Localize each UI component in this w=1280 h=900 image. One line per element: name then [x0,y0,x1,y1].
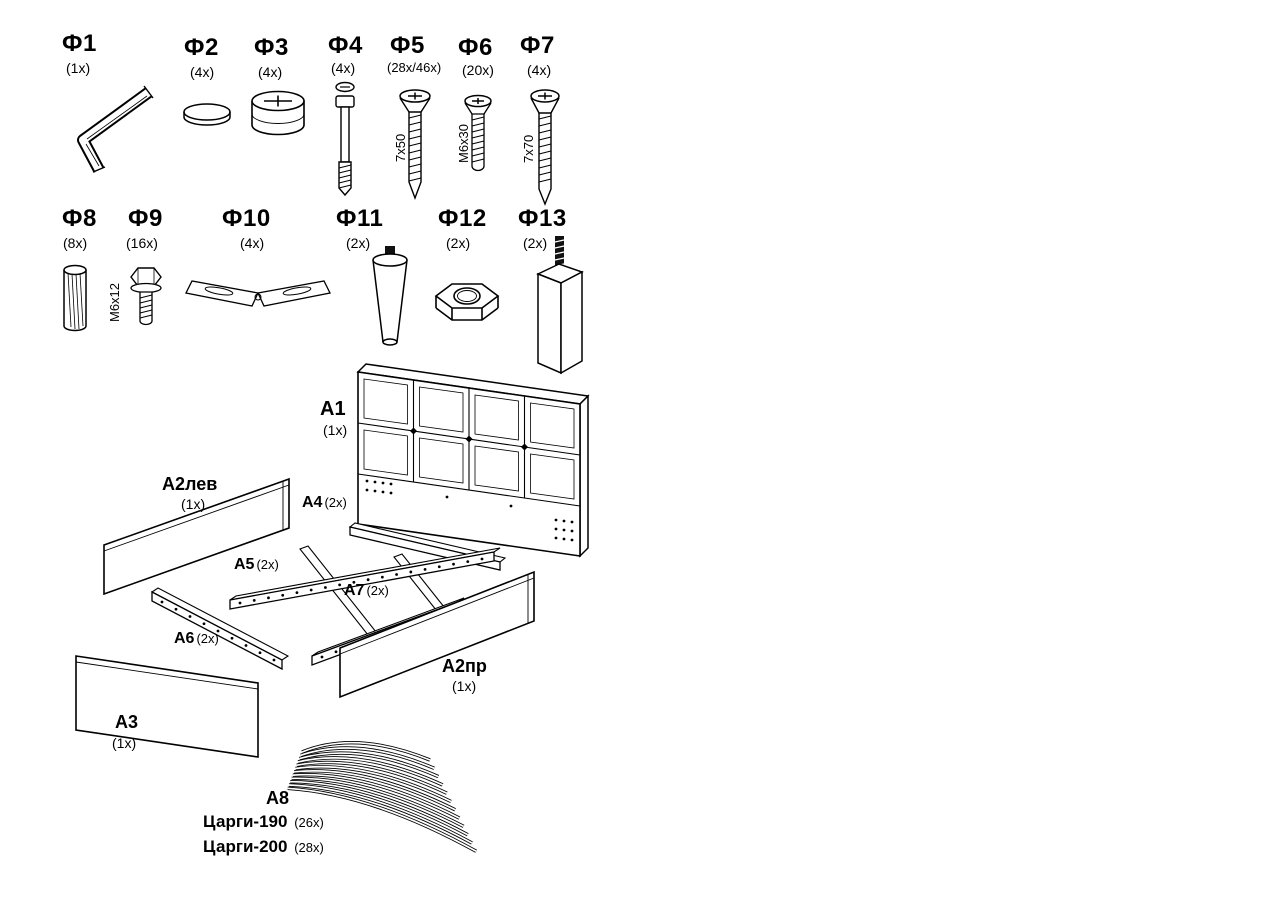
part-qty-a2lev: (1x) [181,496,206,512]
part-label-f8: Ф8 [62,205,97,232]
part-label-a6: А6(2x) [174,630,219,648]
part-id-a7: А7 [344,582,365,599]
screw-7x50-icon [399,89,431,200]
slats-190-qty: (26x) [294,815,324,830]
part-qty-f10: (4x) [240,235,265,251]
size-label-7x70: 7x70 [521,134,536,163]
side-panel-left-drawing [103,477,290,596]
part-qty-a4: (2x) [324,495,347,510]
cam-lock-icon [251,90,305,136]
part-qty-f2: (4x) [190,64,215,80]
part-label-f2: Ф2 [184,34,219,61]
part-qty-f6: (20x) [462,62,494,78]
part-qty-f9: (16x) [126,235,158,251]
part-label-f13: Ф13 [518,205,567,232]
part-label-f4: Ф4 [328,32,363,59]
part-label-f10: Ф10 [222,205,271,232]
slats-200-name: Царги-200 [203,837,288,856]
part-qty-f3: (4x) [258,64,283,80]
part-label-a3: А3 [115,712,139,732]
part-label-a2pr: А2пр [442,656,487,676]
part-label-f7: Ф7 [520,32,555,59]
part-qty-f7: (4x) [527,62,552,78]
cover-cap-icon [183,103,231,126]
part-label-f9: Ф9 [128,205,163,232]
part-label-f5: Ф5 [390,32,425,59]
rail-a6-drawing [150,587,290,671]
size-label-m6x12: M6x12 [107,282,122,322]
slats-drawing [287,740,478,853]
part-label-f11: Ф11 [336,205,384,232]
side-panel-right-drawing [339,570,535,699]
rail-a5-drawing [229,547,501,610]
part-label-a8: А8 [266,788,290,808]
part-qty-a7: (2x) [366,583,389,598]
part-id-a5: А5 [234,556,255,573]
part-qty-a3: (1x) [112,735,137,751]
part-qty-f1: (1x) [66,60,91,76]
part-qty-f11: (2x) [346,235,371,251]
part-label-f3: Ф3 [254,34,289,61]
part-label-a1: А1 [320,398,346,420]
part-id-a6: А6 [174,630,195,647]
allen-key-icon [77,85,154,173]
part-qty-f12: (2x) [446,235,471,251]
screw-m6x30-icon [464,94,492,172]
slats-190-name: Царги-190 [203,812,288,831]
part-qty-a6: (2x) [196,631,219,646]
part-label-a2lev: А2лев [162,474,218,494]
size-label-m6x30: M6x30 [456,123,471,163]
connecting-bolt-icon [335,81,355,197]
bolt-m6x12-icon [130,267,162,326]
leg-round-icon [372,246,408,346]
part-qty-a5: (2x) [256,557,279,572]
leg-square-icon [536,236,584,375]
part-label-a5: А5(2x) [234,556,279,574]
slats-label-200: Царги-200 (28x) [203,837,324,857]
slats-label-190: Царги-190 (26x) [203,812,324,832]
foot-panel-drawing [75,655,259,758]
part-label-f12: Ф12 [438,205,487,232]
dowel-icon [63,264,87,332]
part-qty-f8: (8x) [63,235,88,251]
hex-nut-icon [434,283,500,321]
part-qty-f4: (4x) [331,60,356,76]
screw-7x70-icon [530,89,560,206]
part-label-f1: Ф1 [62,30,97,57]
part-id-a4: А4 [302,494,323,511]
part-qty-a1: (1x) [323,422,348,438]
part-qty-f5: (28x/46x) [387,60,442,75]
part-label-a4: А4(2x) [302,494,347,512]
bracket-icon [185,280,331,307]
slats-200-qty: (28x) [294,840,324,855]
size-label-7x50: 7x50 [393,133,408,162]
part-qty-a2pr: (1x) [452,678,477,694]
part-label-f6: Ф6 [458,34,493,61]
part-qty-f13: (2x) [523,235,548,251]
headboard-drawing [356,363,590,558]
part-label-a7: А7(2x) [344,582,389,600]
